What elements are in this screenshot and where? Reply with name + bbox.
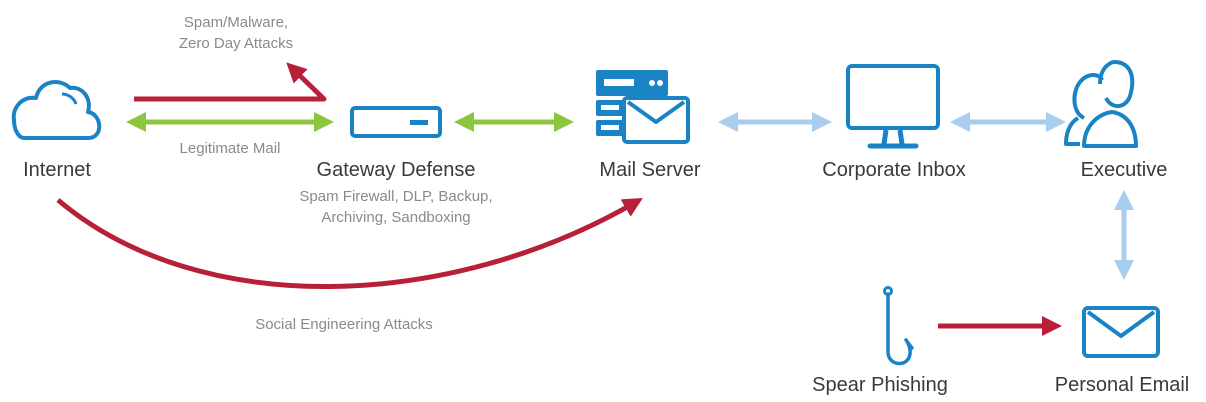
spam-malware-arrow	[134, 62, 327, 102]
personal-email-label: Personal Email	[1054, 374, 1190, 396]
spear-phishing-label: Spear Phishing	[812, 374, 948, 396]
users-icon	[1064, 60, 1138, 148]
gateway-appliance-icon	[350, 106, 442, 138]
legitimate-mail-annotation: Legitimate Mail	[179, 140, 281, 157]
envelope-icon	[1082, 306, 1160, 358]
internet-label: Internet	[23, 159, 91, 181]
social-engineering-annotation: Social Engineering Attacks	[255, 316, 433, 333]
mail-server-icon	[596, 70, 690, 144]
executive-label: Executive	[1080, 159, 1168, 181]
cloud-icon	[11, 80, 102, 140]
gateway-defense-label: Gateway Defense	[316, 159, 476, 181]
monitor-icon	[846, 64, 940, 149]
fishhook-icon	[883, 286, 914, 366]
mail-server-label: Mail Server	[599, 159, 701, 181]
gateway-features-annotation: Spam Firewall, DLP, Backup, Archiving, S…	[299, 188, 493, 226]
corporate-inbox-label: Corporate Inbox	[822, 159, 966, 181]
spam-malware-annotation: Spam/Malware, Zero Day Attacks	[178, 14, 294, 52]
social-engineering-arrow	[56, 197, 643, 289]
